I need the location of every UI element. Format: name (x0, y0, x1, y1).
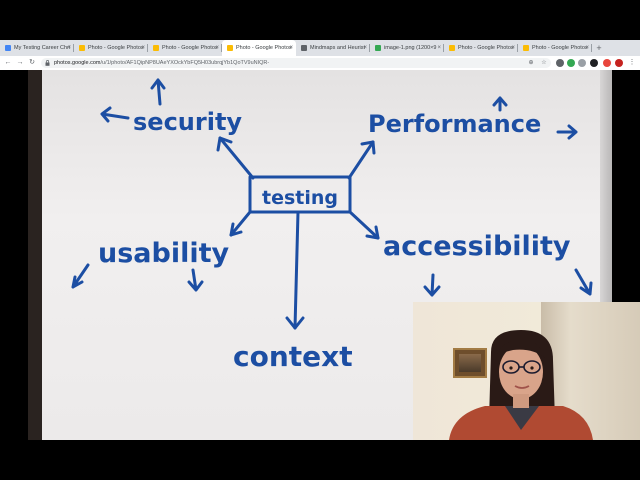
neck (513, 394, 529, 408)
node-testing: testing (262, 187, 338, 209)
profile-avatar[interactable] (615, 59, 623, 67)
tab-favicon-icon (227, 45, 233, 51)
arrow-mark (100, 106, 130, 123)
photo-left-edge (28, 70, 42, 440)
url-text: photos.google.com/u/1/photo/AF1QipNP8UAe… (54, 60, 270, 66)
node-performance: Performance (368, 110, 541, 138)
search-icon[interactable]: ⊕ (528, 60, 534, 66)
browser-tab[interactable]: My Testing Career Chri× (0, 40, 74, 56)
tab-label: Photo - Google Photos (162, 45, 218, 51)
bookmark-star-icon[interactable]: ☆ (541, 60, 547, 66)
menu-kebab-icon[interactable]: ⋮ (628, 59, 636, 66)
extension-icon[interactable] (590, 59, 598, 67)
tab-favicon-icon (79, 45, 85, 51)
tab-close-icon[interactable]: × (67, 45, 71, 51)
node-accessibility: accessibility (383, 231, 571, 262)
node-context: context (233, 340, 353, 373)
tab-favicon-icon (523, 45, 529, 51)
arrow-mark (150, 78, 166, 106)
browser-tab[interactable]: Photo - Google Photos× (148, 40, 222, 56)
arrow-mark (423, 273, 441, 297)
forward-button[interactable]: → (16, 59, 24, 66)
whiteboard-photo: testing security Performance usability a… (28, 70, 612, 440)
branch-line (347, 140, 375, 180)
branch-line (293, 210, 300, 330)
tab-close-icon[interactable]: × (289, 45, 293, 51)
browser-tab[interactable]: Photo - Google Photos× (518, 40, 592, 56)
branch-line (229, 210, 252, 237)
presenter-video (449, 330, 593, 440)
arrow-mark (71, 263, 90, 289)
tab-label: Photo - Google Photos (532, 45, 588, 51)
back-button[interactable]: ← (4, 59, 12, 66)
tab-favicon-icon (153, 45, 159, 51)
mindmap-diagram: testing security Performance usability a… (71, 78, 593, 373)
lock-icon (45, 60, 50, 66)
tab-label: Photo - Google Photos (458, 45, 514, 51)
arrow-mark (187, 268, 204, 292)
tab-label: Mindmaps and Heurist (310, 45, 366, 51)
new-tab-button[interactable]: + (596, 43, 602, 53)
tab-favicon-icon (5, 45, 11, 51)
browser-tab[interactable]: Photo - Google Photos× (222, 40, 296, 56)
extension-icon[interactable] (603, 59, 611, 67)
arrow-mark (556, 124, 578, 140)
tab-close-icon[interactable]: × (215, 45, 219, 51)
browser-chrome: My Testing Career Chri×Photo - Google Ph… (0, 40, 640, 70)
browser-tab[interactable]: image-1.png (1200×9× (370, 40, 444, 56)
tab-favicon-icon (449, 45, 455, 51)
branch-line (348, 210, 380, 240)
browser-tab[interactable]: Photo - Google Photos× (74, 40, 148, 56)
tab-favicon-icon (301, 45, 307, 51)
tab-close-icon[interactable]: × (363, 45, 367, 51)
reload-button[interactable]: ↻ (29, 59, 35, 66)
tab-close-icon[interactable]: × (437, 45, 441, 51)
arrow-mark (574, 268, 593, 296)
tab-close-icon[interactable]: × (511, 45, 515, 51)
tab-close-icon[interactable]: × (585, 45, 589, 51)
extension-icon[interactable] (556, 59, 564, 67)
extension-icon[interactable] (578, 59, 586, 67)
shirt (505, 406, 539, 430)
face (499, 345, 543, 399)
wall-picture (453, 348, 487, 378)
webcam-overlay (413, 302, 640, 440)
node-usability: usability (98, 238, 230, 269)
branch-line (218, 136, 255, 180)
tab-label: My Testing Career Chri (14, 45, 71, 51)
node-security: security (133, 108, 242, 136)
tab-label: Photo - Google Photos (88, 45, 144, 51)
extension-icon[interactable] (567, 59, 575, 67)
mouth (514, 385, 530, 389)
browser-tab[interactable]: Mindmaps and Heurist× (296, 40, 370, 56)
tab-label: image-1.png (1200×9 (384, 45, 437, 51)
browser-toolbar: ← → ↻ photos.google.com/u/1/photo/AF1Qip… (0, 56, 640, 70)
tab-label: Photo - Google Photos (236, 45, 292, 51)
tab-strip: My Testing Career Chri×Photo - Google Ph… (0, 40, 640, 56)
center-box (248, 175, 352, 214)
arrow-mark (492, 96, 508, 112)
tab-close-icon[interactable]: × (141, 45, 145, 51)
address-bar[interactable]: photos.google.com/u/1/photo/AF1QipNP8UAe… (41, 58, 551, 68)
browser-tab[interactable]: Photo - Google Photos× (444, 40, 518, 56)
tab-favicon-icon (375, 45, 381, 51)
